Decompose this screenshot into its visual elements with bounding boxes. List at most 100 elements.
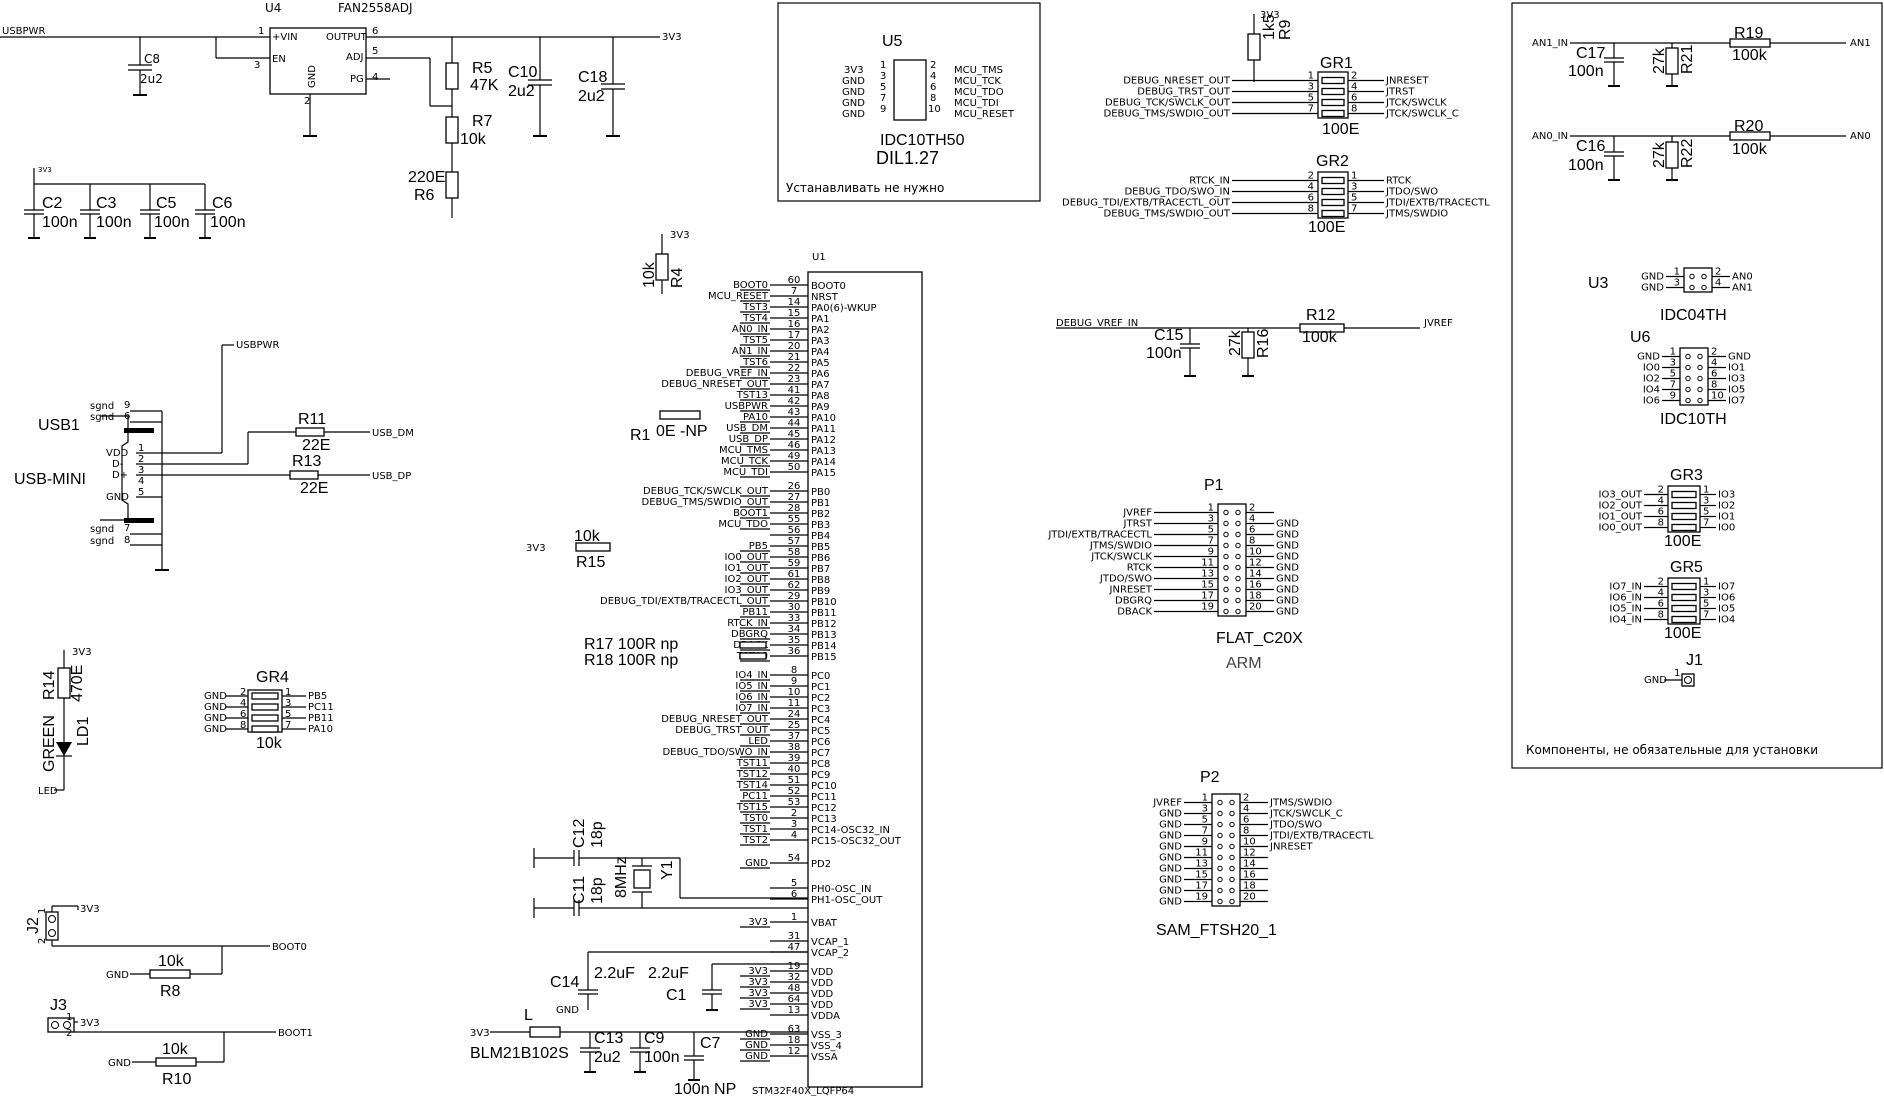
mcu-pin-number: 5 [791,878,797,889]
mcu-pin-name: PB3 [811,520,830,531]
p2-left-num: 3 [1202,804,1208,815]
r22-ref: R22 [1679,139,1696,168]
gr4-ln-2: 6 [240,709,246,720]
gr4-ln-1: 4 [240,698,246,709]
mcu-pin-number: 24 [788,709,801,720]
p2-right-num: 8 [1243,826,1249,837]
mcu-pin-name: PA8 [811,391,830,402]
u5-right-2: MCU_TDO [954,87,1004,98]
p1-pin [1235,564,1241,571]
mcu-net-label: GND [745,1029,768,1040]
c5-ref: C5 [156,195,177,212]
p1-right-label: GND [1276,596,1299,607]
an1-in: AN1_IN [1532,38,1568,49]
gr2-right-label: JTDO/SWO [1385,187,1438,198]
c6-cap: C6 100n [195,184,246,239]
mcu-pin-number: 43 [788,407,801,418]
p1-right-num: 14 [1249,569,1262,580]
gr1-left-num: 1 [1308,71,1314,82]
c14-ref: C14 [550,974,579,991]
gr2-right-num: 7 [1351,204,1357,215]
mcu-pin-name: VCAP_2 [811,948,849,959]
u4-num-6: 6 [372,26,378,37]
j1-n: 1 [1674,668,1680,679]
mcu-pin-name: PA4 [811,347,830,358]
p1-left-num: 5 [1208,525,1214,536]
mcu-pin-number: 17 [788,330,801,341]
c2-ref: C2 [42,195,63,212]
u5-ref: U5 [882,33,903,50]
p1-right-num: 18 [1249,591,1262,602]
gr2-left-num: 2 [1308,171,1314,182]
c3-cap: C3 100n [80,184,132,239]
mcu-pin-name: PB15 [811,652,837,663]
optional-components-box: Компоненты, не обязательные для установк… [1511,2,1883,769]
mcu-net-label: DBGRQ [731,629,768,640]
p1-pin [1235,553,1241,560]
mcu-pin-number: 4 [791,830,797,841]
mcu-pin-name: PB2 [811,509,830,520]
gr1-element [1321,87,1345,96]
u6-left-num: 5 [1670,369,1676,380]
usb-pin-sgnd-9: sgnd [90,401,114,412]
gr5-element [1671,593,1697,602]
u3-pin [1701,284,1707,291]
u5-right-4: MCU_RESET [954,109,1015,120]
c7-ref: C7 [700,1035,721,1052]
gr3-right-num: 5 [1703,507,1709,518]
p1-body [1217,503,1247,617]
r18-label: R18 100R np [584,652,678,669]
gr1-right-label: JTCK/SWCLK [1385,98,1447,109]
usb-num-8: 8 [124,535,130,546]
usb-pin-vdd: VDD [106,448,129,459]
mcu-net-label: GND [745,858,768,869]
mcu-pin-name: VCAP_1 [811,937,849,948]
mcu-pin-name: PA12 [811,435,836,446]
ld1-ref: LD1 [75,717,92,746]
gr3-ref: GR3 [1670,467,1703,484]
gr2-element [1321,198,1345,207]
mcu-net-label: BOOT1 [733,508,768,519]
mcu-pin-name: PD2 [811,859,831,870]
v3-output-label: 3V3 [662,32,682,43]
r10-ref: R10 [162,1071,191,1088]
gr1-right-num: 8 [1351,104,1357,115]
mcu-pin-number: 22 [788,363,801,374]
r10-val: 10k [162,1041,189,1058]
mcu-net-label: DEBUG_TRST_OUT [675,725,769,736]
c18-ref: C18 [578,69,607,86]
mcu-pin-number: 63 [788,1024,801,1035]
usb-num-9: 9 [124,400,130,411]
gr2-left-num: 4 [1308,182,1314,193]
u4-pin-output: OUTPUT [326,32,368,43]
gr1-left-label: DEBUG_NRESET_OUT [1123,76,1231,87]
mcu-pin-name: PC2 [811,693,830,704]
gr5-left-label: IO5_IN [1609,604,1642,615]
usb-usbpwr-label: USBPWR [236,340,279,351]
p2-right-num: 10 [1243,837,1256,848]
p1-left-label: JNRESET [1109,585,1153,596]
c7-val: 100n NP [674,1081,736,1096]
mcu-pin-name: PC0 [811,671,830,682]
mcu-net-label: USB_DP [729,434,768,445]
p1-pin [1223,553,1229,560]
p2-left-label: GND [1159,886,1182,897]
r16-ref: R16 [1255,329,1272,358]
y1-val: 8MHz [613,856,630,898]
mcu-pin-name: PB8 [811,575,830,586]
mcu-net-label: USBPWR [725,401,768,412]
an1-out: AN1 [1850,38,1871,49]
gr4-right-2: PB11 [308,713,334,724]
p1-left-label: JTMS/SWDIO [1089,541,1152,552]
gr3-left-label: IO3_OUT [1599,490,1643,501]
mcu-pin-name: PB7 [811,564,830,575]
p1-right-label: GND [1276,519,1299,530]
mcu-net-label: PB5 [749,541,768,552]
u6-right-label: IO3 [1728,374,1745,385]
mcu-pin-number: 50 [788,462,801,473]
j2-n1: 1 [37,908,48,914]
p2-pin [1217,810,1223,817]
p2-right-label: JTCK/SWCLK_C [1269,809,1343,820]
u5-rn-3: 8 [930,93,936,104]
